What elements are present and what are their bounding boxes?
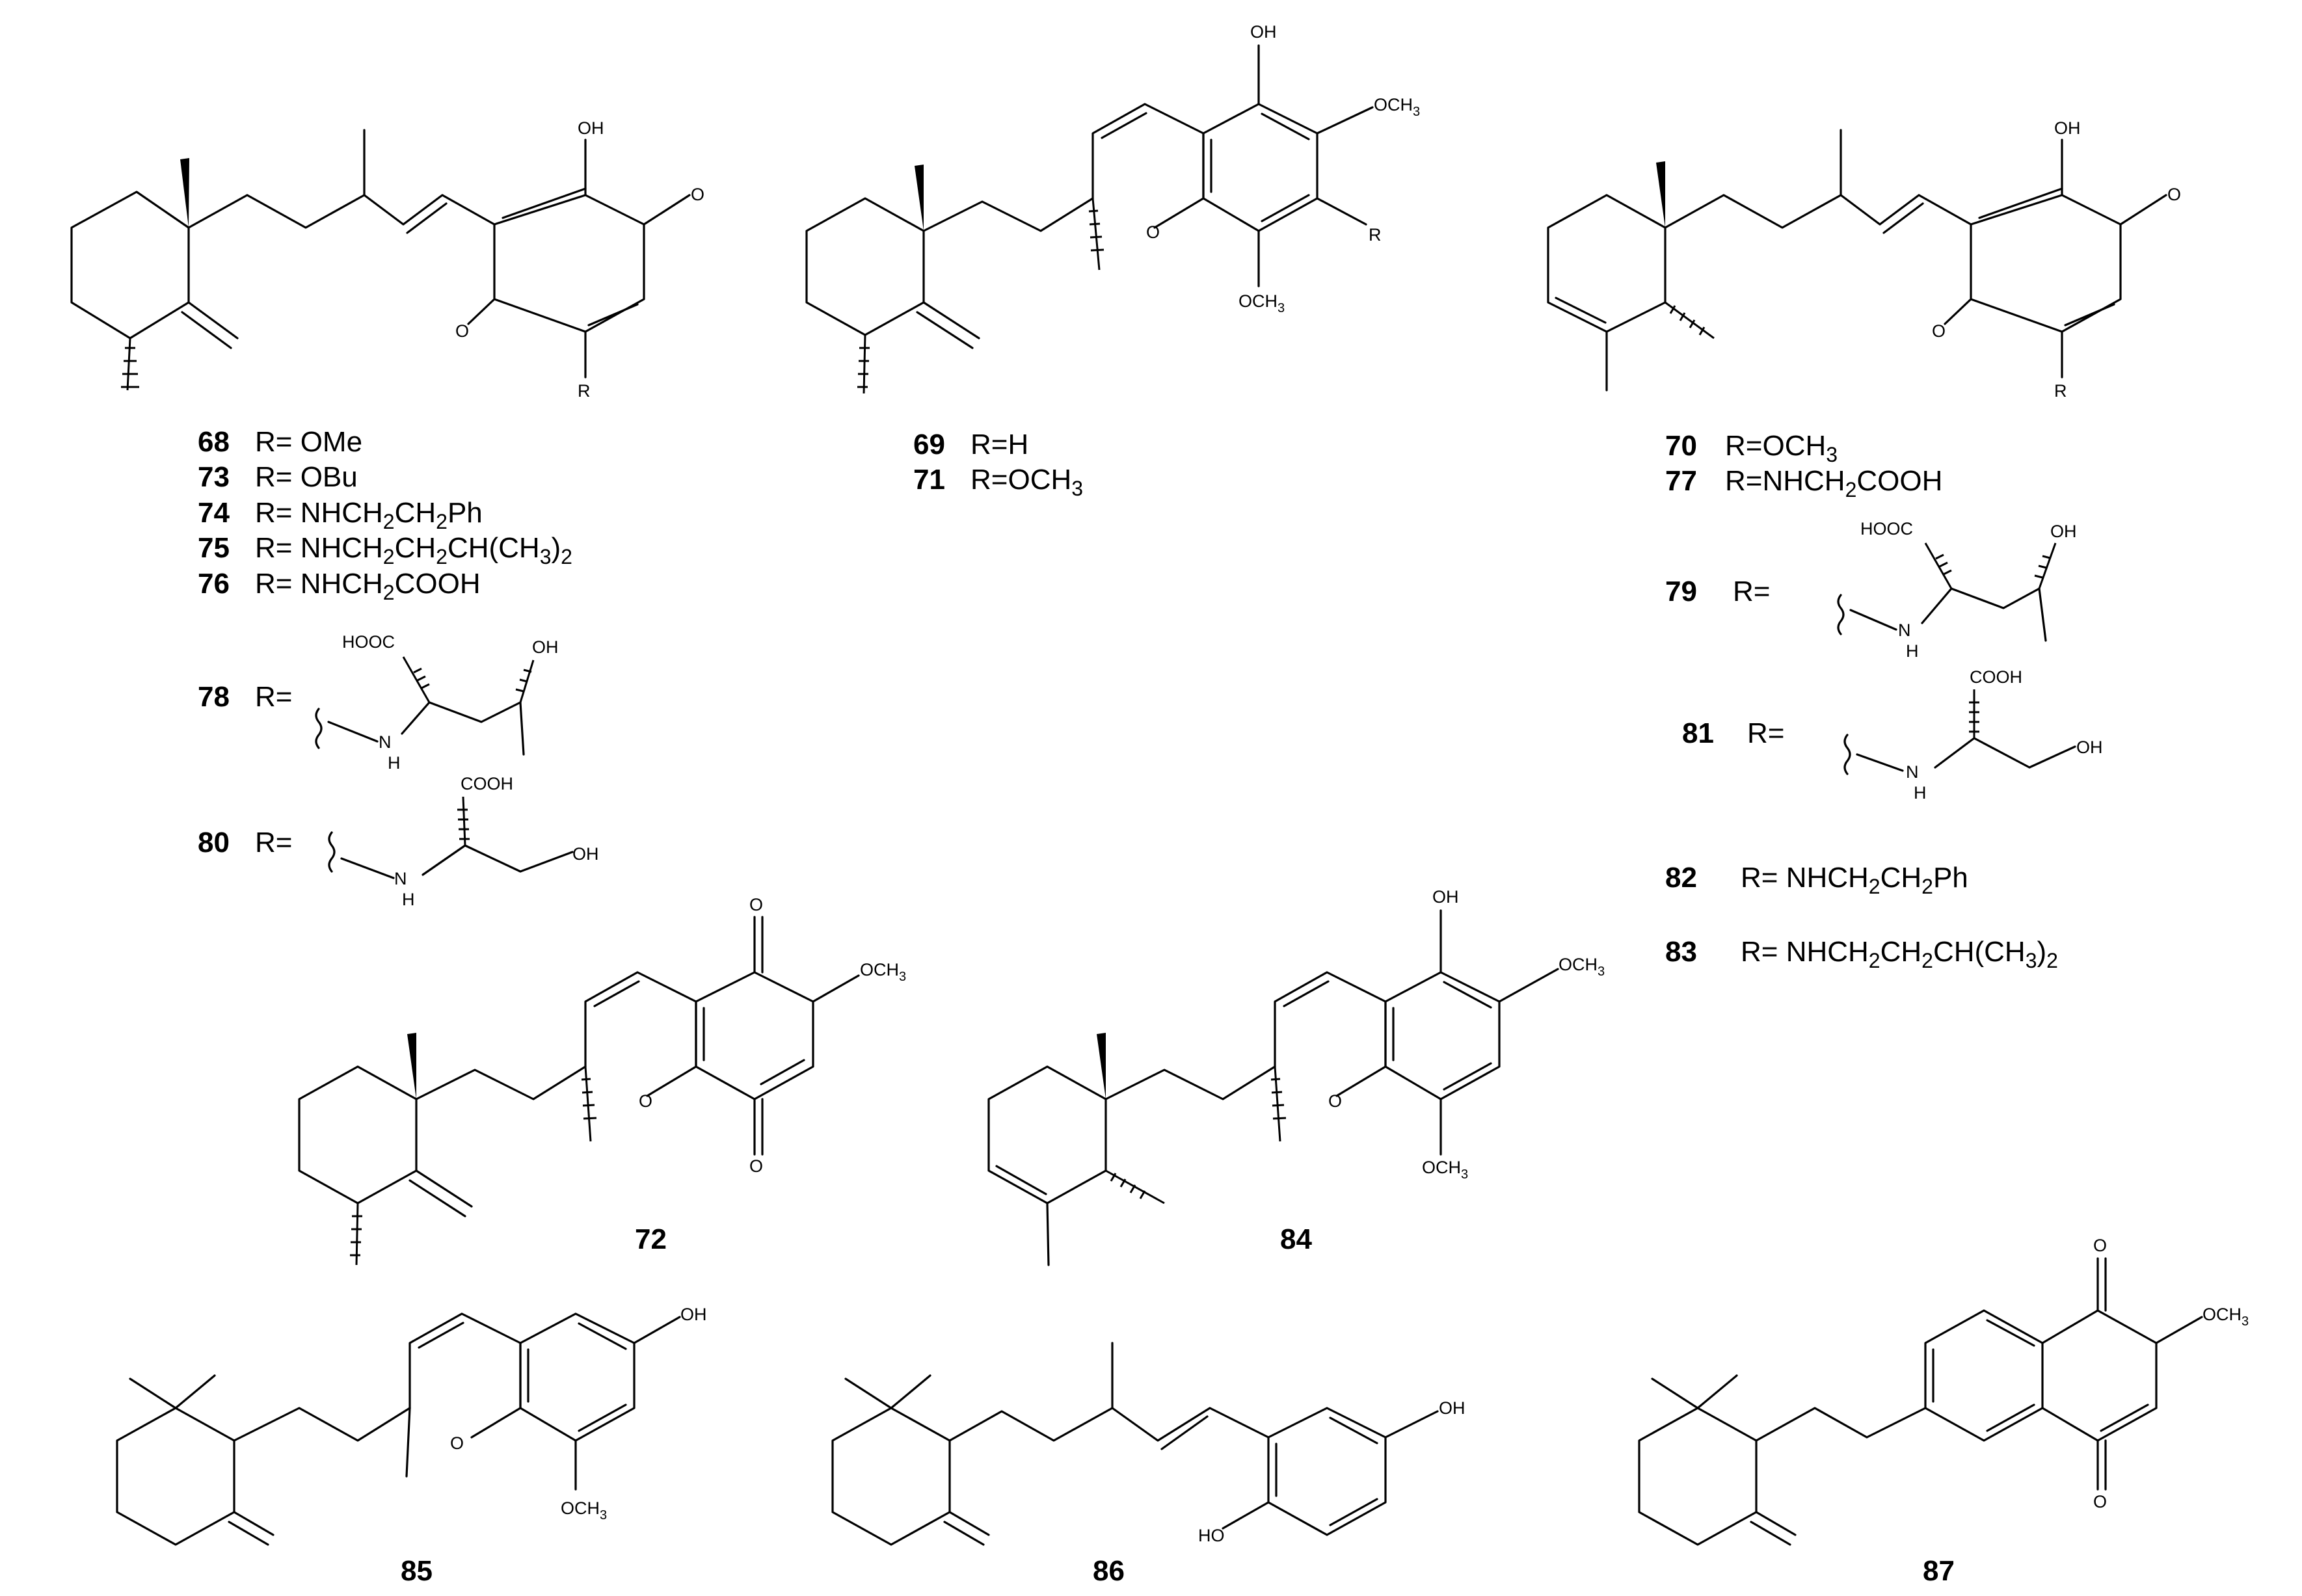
compound-id-71: 71 (913, 464, 945, 496)
substituent-78: R= (255, 681, 292, 713)
substituent-81: R= (1747, 717, 1784, 749)
substituent-70: R=OCH3 (1725, 430, 1838, 466)
atom-oh: OH (2076, 738, 2103, 757)
substituent-79: R= (1733, 576, 1770, 607)
atom-o: O (450, 1433, 464, 1453)
compound-id-77: 77 (1665, 465, 1697, 497)
substituent-82: R= NHCH2CH2Ph (1741, 862, 1968, 898)
compound-id-70: 70 (1665, 430, 1697, 462)
atom-o: O (2093, 1492, 2107, 1511)
atom-oh: OH (680, 1305, 707, 1324)
atom-oh: OH (1439, 1398, 1466, 1418)
compound-id-87: 87 (1923, 1555, 1955, 1587)
threonine-substituent-78 (315, 656, 535, 756)
atom-n: N (379, 732, 392, 752)
substituent-74: R= NHCH2CH2Ph (255, 497, 483, 533)
structure-84-scaffold (987, 909, 1559, 1266)
atom-r: R (578, 381, 591, 401)
atom-oh: OH (2050, 522, 2077, 541)
compound-id-79: 79 (1665, 576, 1697, 607)
atom-o: O (1328, 1091, 1342, 1111)
compound-id-83: 83 (1665, 936, 1697, 968)
substituent-69: R=H (970, 429, 1028, 460)
compound-id-75: 75 (198, 532, 230, 564)
serine-substituent-80 (328, 796, 574, 879)
serine-substituent-81 (1843, 689, 2076, 775)
atom-o: O (691, 185, 704, 204)
substituent-76: R= NHCH2COOH (255, 568, 481, 604)
atom-cooh: COOH (1970, 667, 2022, 687)
atom-och3: OCH3 (860, 960, 906, 984)
atom-oh: OH (2054, 118, 2081, 138)
compound-id-68: 68 (198, 426, 230, 458)
compound-id-73: 73 (198, 461, 230, 493)
compound-id-69: 69 (913, 429, 945, 460)
structure-68-scaffold (70, 129, 691, 391)
atom-n: N (1906, 762, 1919, 782)
structure-72-scaffold (298, 916, 860, 1266)
atom-ho: HO (1198, 1526, 1225, 1545)
compound-id-80: 80 (198, 827, 230, 858)
atom-oh: OH (1250, 22, 1277, 42)
atom-o: O (2093, 1236, 2107, 1255)
atom-och3: OCH3 (1374, 95, 1420, 119)
atom-o: O (749, 895, 763, 914)
atom-o: O (749, 1156, 763, 1176)
atom-oh: OH (572, 844, 599, 864)
substituent-83: R= NHCH2CH2CH(CH3)2 (1741, 936, 2058, 972)
atom-oh: OH (1432, 887, 1459, 907)
substituent-80: R= (255, 827, 292, 858)
atom-r: R (1369, 225, 1382, 245)
structure-87-scaffold (1638, 1257, 2203, 1546)
substituent-71: R=OCH3 (970, 464, 1083, 500)
atom-oh: OH (532, 637, 559, 657)
compound-id-81: 81 (1682, 717, 1714, 749)
substituent-77: R=NHCH2COOH (1725, 465, 1942, 501)
compound-id-76: 76 (198, 568, 230, 600)
substituent-75: R= NHCH2CH2CH(CH3)2 (255, 532, 572, 568)
atom-oh: OH (578, 118, 604, 138)
atom-hooc: HOOC (342, 632, 395, 652)
substituent-73: R= OBu (255, 461, 358, 493)
atom-h: H (1906, 641, 1919, 661)
compound-id-86: 86 (1093, 1555, 1125, 1587)
atom-n: N (1898, 620, 1911, 640)
compound-id-72: 72 (635, 1223, 667, 1255)
atom-h: H (1914, 783, 1927, 803)
atom-och3: OCH3 (561, 1498, 607, 1523)
substituent-68: R= OMe (255, 426, 362, 458)
compound-id-84: 84 (1280, 1223, 1312, 1255)
atom-o: O (639, 1091, 652, 1111)
atom-cooh: COOH (461, 774, 513, 793)
structure-86-scaffold (831, 1342, 1439, 1546)
atom-h: H (388, 753, 401, 773)
atom-och3: OCH3 (1559, 955, 1605, 979)
threonine-substituent-79 (1837, 542, 2057, 642)
atom-n: N (394, 869, 407, 888)
atom-och3: OCH3 (2202, 1305, 2249, 1329)
structure-69-scaffold (805, 44, 1374, 394)
atom-h: H (402, 890, 415, 909)
atom-och3: OCH3 (1422, 1158, 1468, 1182)
atom-r: R (2054, 381, 2067, 401)
compound-id-82: 82 (1665, 862, 1697, 894)
compound-id-74: 74 (198, 497, 230, 529)
atom-o: O (1932, 321, 1946, 341)
atom-o: O (2167, 185, 2181, 204)
compound-id-85: 85 (401, 1555, 433, 1587)
structure-70-scaffold (1547, 129, 2167, 392)
atom-o: O (1146, 222, 1160, 242)
atom-o: O (455, 321, 469, 341)
compound-id-78: 78 (198, 681, 230, 713)
structure-85-scaffold (116, 1312, 681, 1546)
atom-och3: OCH3 (1238, 291, 1285, 315)
atom-hooc: HOOC (1860, 519, 1913, 539)
